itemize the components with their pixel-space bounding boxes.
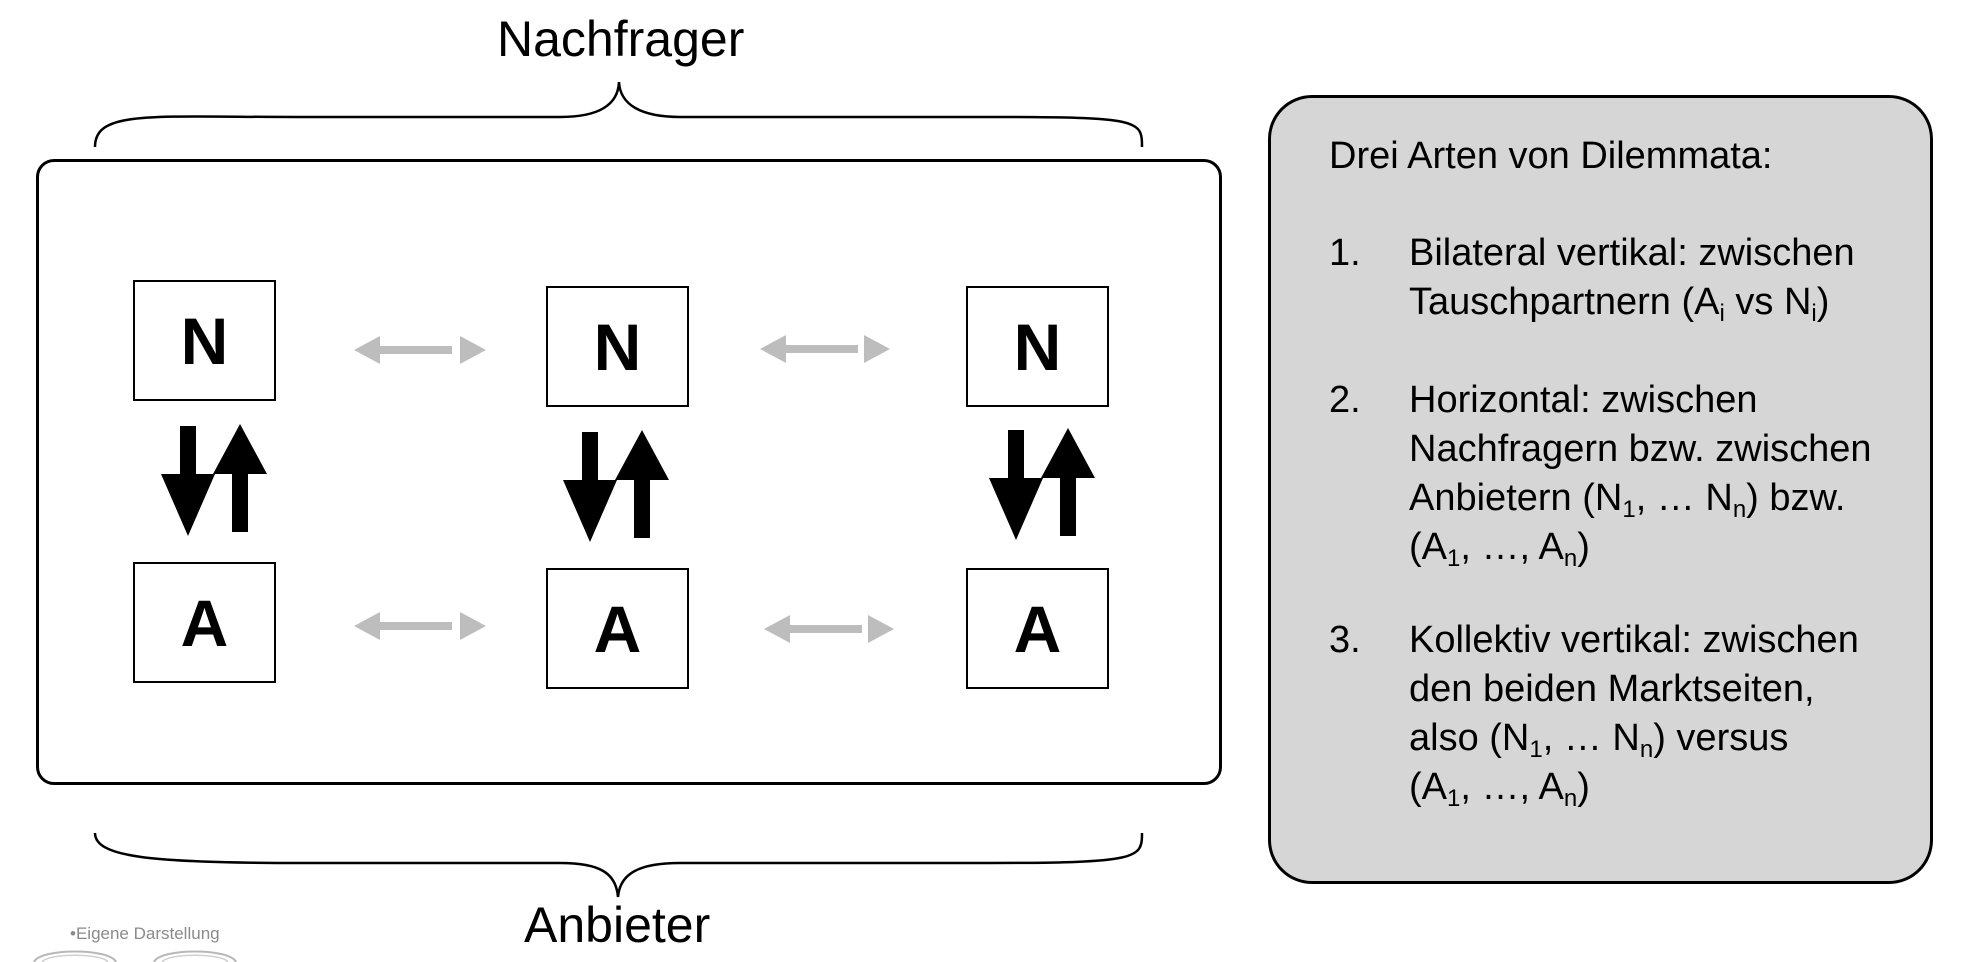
node-a-right: A — [966, 568, 1109, 689]
vertical-arrows-right — [989, 428, 1095, 540]
list-number: 1. — [1329, 232, 1361, 274]
vertical-arrows-middle — [563, 430, 669, 542]
demand-side-label: Nachfrager — [497, 11, 745, 67]
item-3-line-4: (A1, …, An) — [1409, 766, 1590, 812]
node-n-middle: N — [546, 286, 689, 407]
node-a-middle: A — [546, 568, 689, 689]
bottom-brace — [93, 832, 1144, 898]
item-2-line-3: Anbietern (N1, … Nn) bzw. — [1409, 477, 1846, 523]
top-brace — [93, 81, 1144, 148]
horizontal-arrow-bottom-left — [354, 612, 486, 640]
horizontal-arrow-top-right — [760, 335, 890, 363]
item-2-line-4: (A1, …, An) — [1409, 526, 1590, 572]
node-n-left: N — [133, 280, 276, 401]
info-title: Drei Arten von Dilemmata: — [1329, 135, 1773, 177]
dilemma-info-box: Drei Arten von Dilemmata: 1. Bilateral v… — [1268, 95, 1933, 884]
item-3-line-3: also (N1, … Nn) versus — [1409, 717, 1789, 763]
supply-side-label: Anbieter — [524, 897, 711, 953]
item-1-line-2: Tauschpartnern (Ai vs Ni) — [1409, 281, 1830, 327]
item-3-line-2: den beiden Marktseiten, — [1409, 668, 1815, 710]
item-1-line-1: Bilateral vertikal: zwischen — [1409, 232, 1855, 274]
horizontal-arrow-bottom-right — [764, 615, 894, 643]
vertical-arrows-left — [161, 424, 267, 536]
node-n-right: N — [966, 286, 1109, 407]
faculty-seal-icon — [153, 950, 237, 962]
market-frame — [36, 159, 1222, 785]
node-a-left: A — [133, 562, 276, 683]
item-2-line-2: Nachfragern bzw. zwischen — [1409, 428, 1872, 470]
list-number: 3. — [1329, 619, 1361, 661]
source-caption: •Eigene Darstellung — [70, 924, 220, 943]
horizontal-arrow-top-left — [354, 336, 486, 364]
item-3-line-1: Kollektiv vertikal: zwischen — [1409, 619, 1859, 661]
item-2-line-1: Horizontal: zwischen — [1409, 379, 1758, 421]
university-seal-icon — [33, 950, 117, 962]
list-number: 2. — [1329, 379, 1361, 421]
